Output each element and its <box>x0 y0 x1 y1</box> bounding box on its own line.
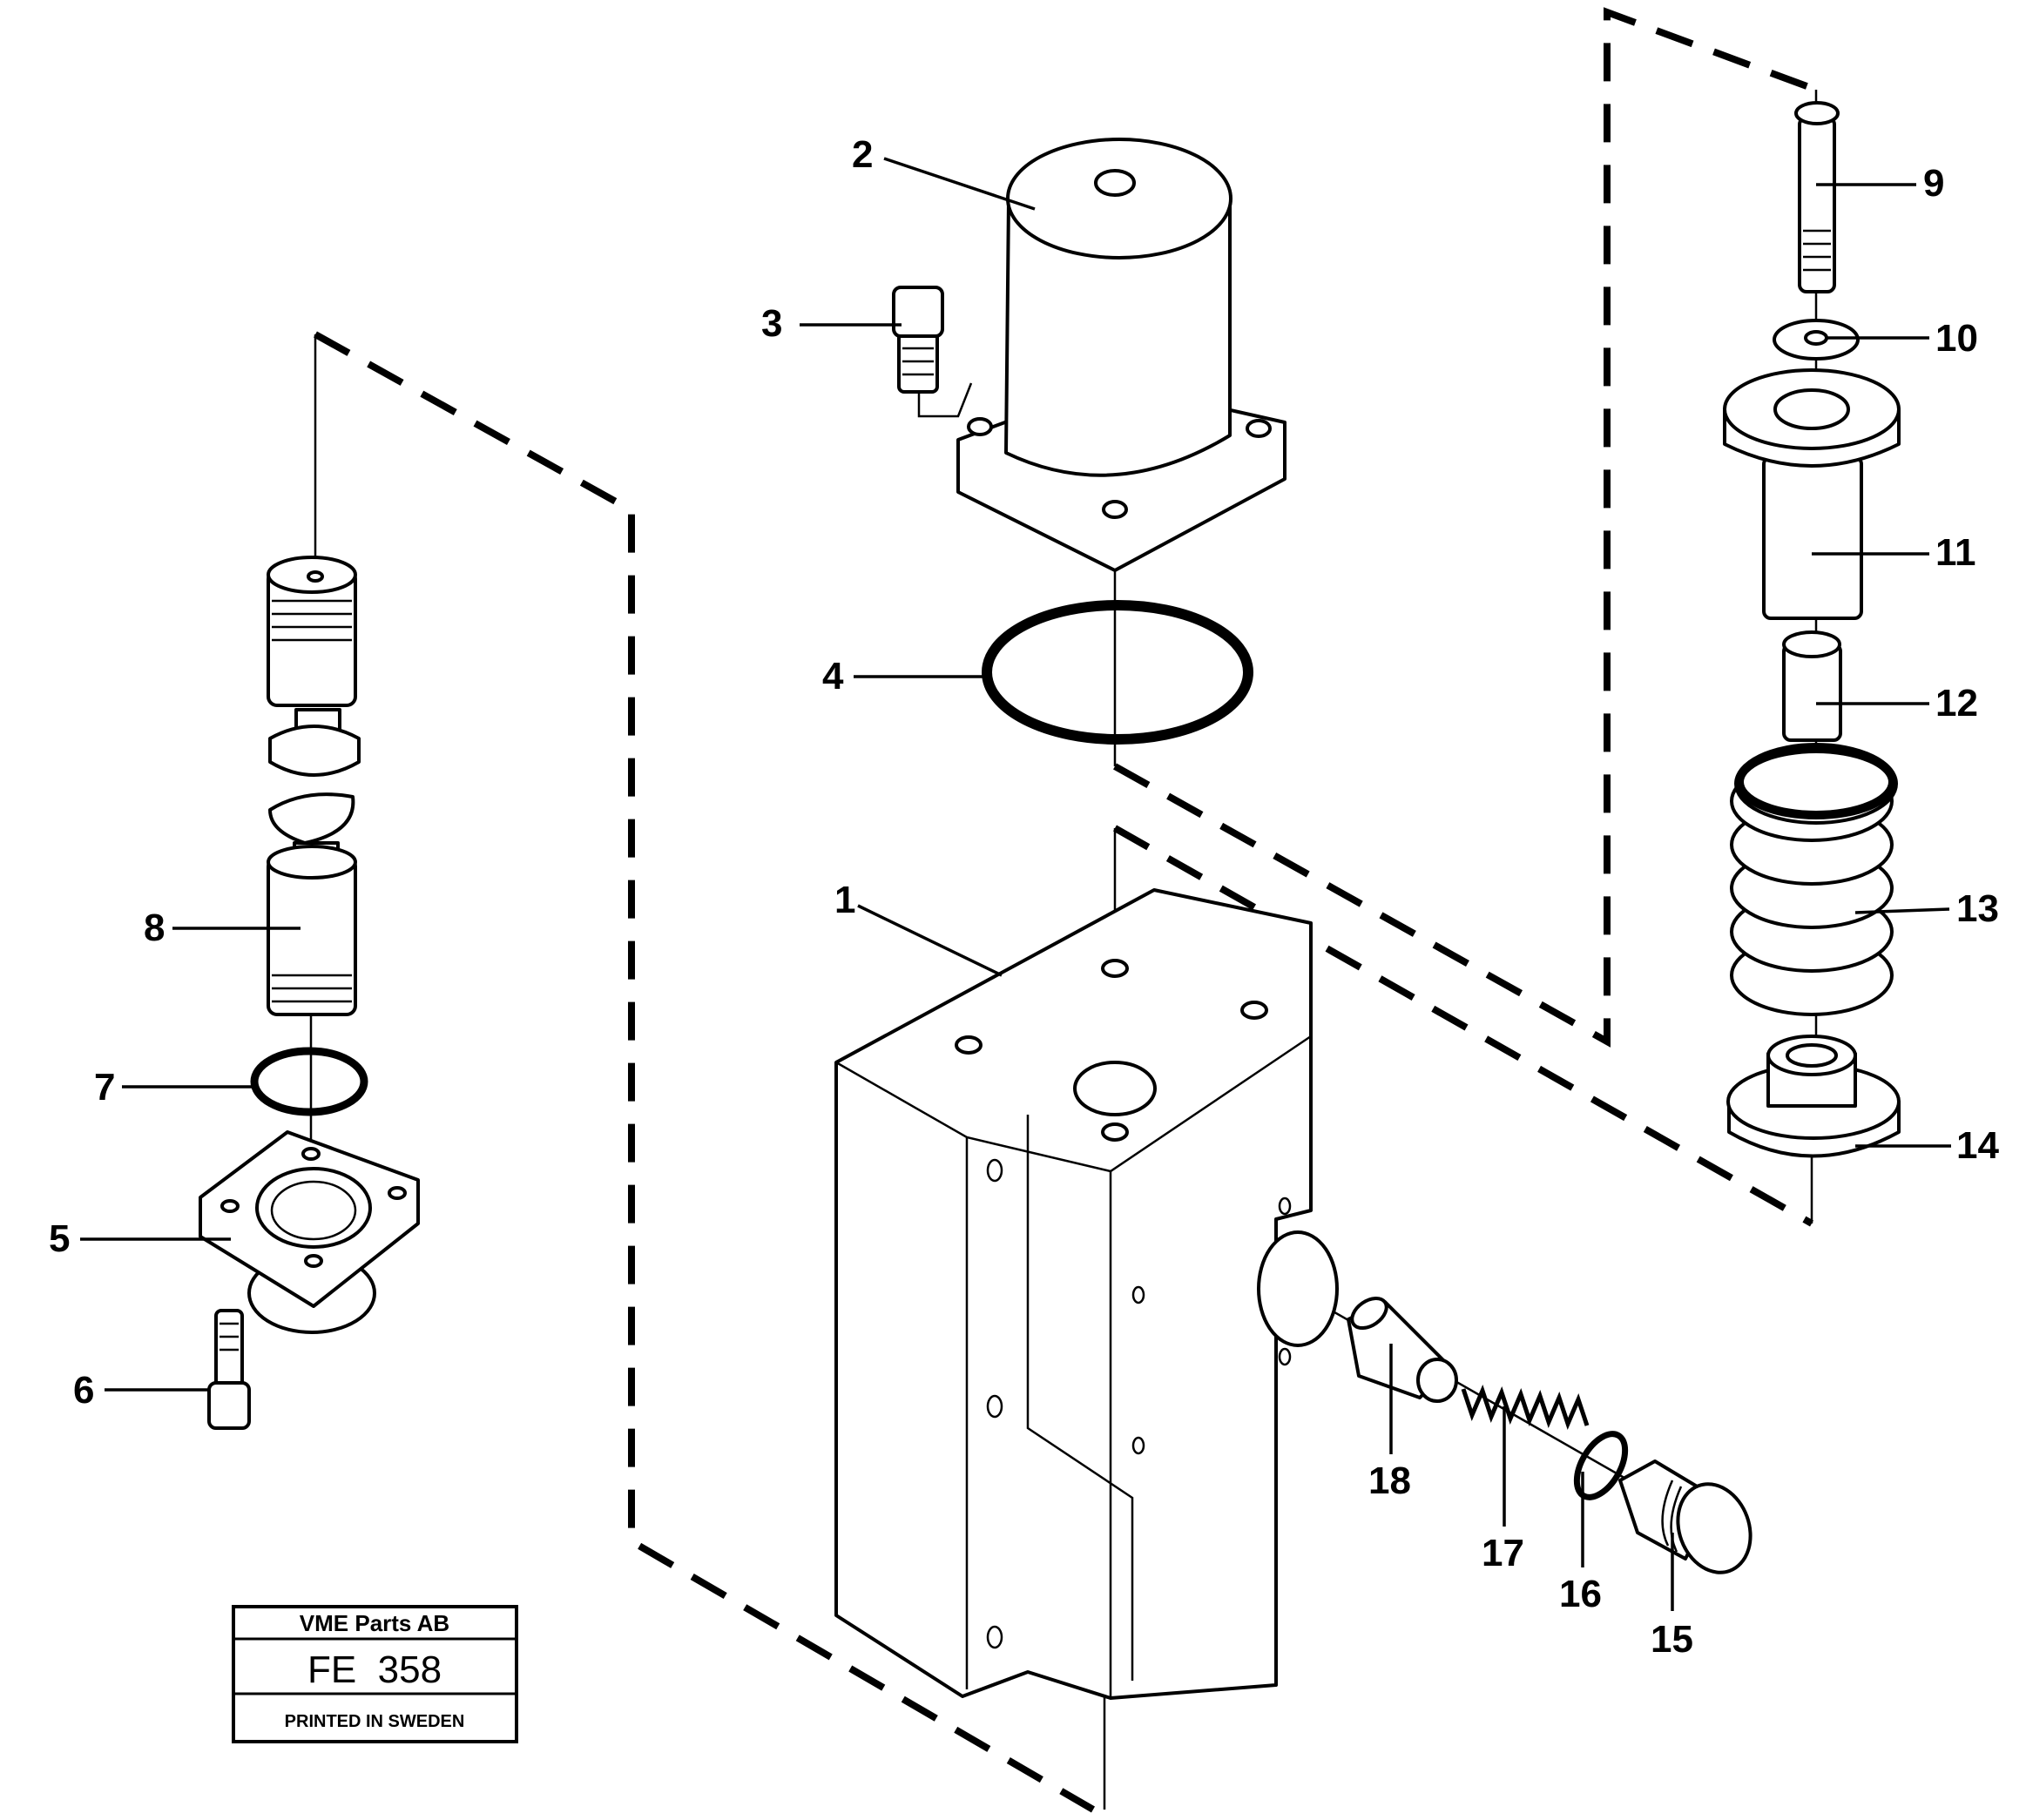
title-block-printed: PRINTED IN SWEDEN <box>285 1712 465 1731</box>
callout-10: 10 <box>1935 317 1978 360</box>
callout-16: 16 <box>1559 1573 1602 1615</box>
callout-3: 3 <box>761 302 782 345</box>
callout-18: 18 <box>1368 1459 1411 1502</box>
callout-2: 2 <box>852 133 873 176</box>
valve-housing <box>834 888 1339 1700</box>
callout-11: 11 <box>1935 531 1976 574</box>
side-parts <box>1347 1296 1752 1574</box>
cap-screw-6 <box>207 1309 251 1430</box>
callout-17: 17 <box>1482 1532 1524 1574</box>
right-spring-stack <box>1723 101 1901 1158</box>
o-ring-7 <box>250 1047 368 1116</box>
title-block: VME Parts AB FE 358 PRINTED IN SWEDEN <box>232 1605 518 1743</box>
callout-labels: 1 2 3 4 5 6 7 8 9 10 11 12 13 14 15 16 1… <box>49 133 1999 1661</box>
valve-cartridge-8 <box>267 556 361 1016</box>
callout-9: 9 <box>1923 162 1944 205</box>
callout-6: 6 <box>73 1369 94 1412</box>
title-block-drawing-code: FE 358 <box>307 1648 442 1691</box>
callout-5: 5 <box>49 1217 70 1260</box>
callout-1: 1 <box>834 879 855 921</box>
title-block-company: VME Parts AB <box>300 1610 449 1636</box>
callout-4: 4 <box>822 655 844 698</box>
callout-15: 15 <box>1651 1618 1693 1661</box>
callout-14: 14 <box>1956 1124 1999 1167</box>
o-ring-4 <box>982 600 1253 745</box>
callout-13: 13 <box>1956 887 1999 930</box>
cap-screw-3 <box>892 286 944 394</box>
callout-7: 7 <box>94 1066 115 1109</box>
callout-8: 8 <box>144 907 165 949</box>
leader-lines <box>80 157 1951 1611</box>
cover-cap <box>956 138 1287 572</box>
assembly-dashed-lines <box>314 7 1818 1813</box>
flange-5 <box>199 1130 420 1334</box>
callout-12: 12 <box>1935 682 1978 725</box>
